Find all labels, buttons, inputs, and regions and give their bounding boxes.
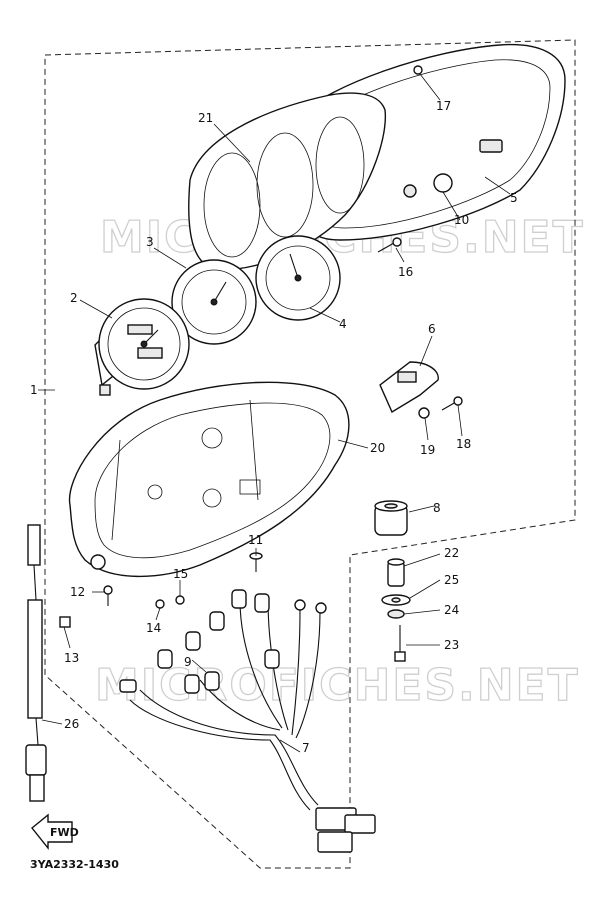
diagram-code: 3YA2332-1430 bbox=[30, 858, 119, 871]
screw-part-12 bbox=[103, 585, 113, 606]
callout-14: 14 bbox=[146, 621, 161, 635]
meter-case-part-20 bbox=[68, 381, 350, 578]
callout-2: 2 bbox=[70, 291, 78, 305]
forward-arrow-label: FWD bbox=[50, 826, 79, 839]
callout-23: 23 bbox=[444, 638, 459, 652]
screw-part-18 bbox=[441, 396, 463, 411]
gauge-part-3 bbox=[171, 259, 257, 345]
bolt-part-23 bbox=[394, 625, 406, 662]
callout-26: 26 bbox=[64, 717, 79, 731]
damper-part-8 bbox=[374, 500, 408, 536]
callout-7: 7 bbox=[302, 741, 310, 755]
callout-12: 12 bbox=[70, 585, 85, 599]
washer-part-24 bbox=[387, 609, 405, 619]
callout-16: 16 bbox=[398, 265, 413, 279]
callout-18: 18 bbox=[456, 437, 471, 451]
callout-21: 21 bbox=[198, 111, 213, 125]
callout-22: 22 bbox=[444, 546, 459, 560]
callout-9: 9 bbox=[184, 655, 192, 669]
bulb-socket-part-9 bbox=[119, 589, 327, 694]
callout-24: 24 bbox=[444, 603, 459, 617]
forward-arrow-icon: FWD bbox=[31, 813, 79, 850]
callout-8: 8 bbox=[433, 501, 441, 515]
speedometer-part-2 bbox=[94, 298, 190, 396]
callout-1: 1 bbox=[30, 383, 38, 397]
speedometer-cable-part-26 bbox=[25, 524, 47, 802]
bulb-part-14 bbox=[155, 599, 165, 609]
callout-13: 13 bbox=[64, 651, 79, 665]
callout-5: 5 bbox=[510, 191, 518, 205]
leader-lines bbox=[38, 73, 511, 753]
bulb-part-15 bbox=[175, 595, 185, 605]
indicator-housing-part-6 bbox=[379, 361, 439, 414]
callout-19: 19 bbox=[420, 443, 435, 457]
meter-cover-part-5 bbox=[297, 43, 566, 241]
callout-3: 3 bbox=[146, 235, 154, 249]
screw-part-17 bbox=[413, 65, 423, 75]
callout-6: 6 bbox=[428, 322, 436, 336]
callout-10: 10 bbox=[454, 213, 469, 227]
grommet-part-19 bbox=[418, 407, 430, 419]
collar-part-22 bbox=[387, 558, 405, 587]
washer-part-25 bbox=[381, 594, 411, 606]
clip-part-13 bbox=[59, 616, 71, 628]
callout-17: 17 bbox=[436, 99, 451, 113]
callout-11: 11 bbox=[248, 533, 263, 547]
screw-part-16 bbox=[377, 237, 402, 253]
tachometer-part-4 bbox=[255, 235, 341, 321]
callout-20: 20 bbox=[370, 441, 385, 455]
assembly-boundary bbox=[44, 39, 576, 869]
watermark-bottom: MICROFICHES.NET bbox=[95, 660, 580, 711]
callout-labels: 21 3 2 1 4 5 6 7 8 9 10 11 12 13 14 15 1… bbox=[30, 99, 518, 755]
callout-4: 4 bbox=[339, 317, 347, 331]
callout-25: 25 bbox=[444, 573, 459, 587]
wire-harness-part-7 bbox=[119, 589, 376, 853]
callout-15: 15 bbox=[173, 567, 188, 581]
